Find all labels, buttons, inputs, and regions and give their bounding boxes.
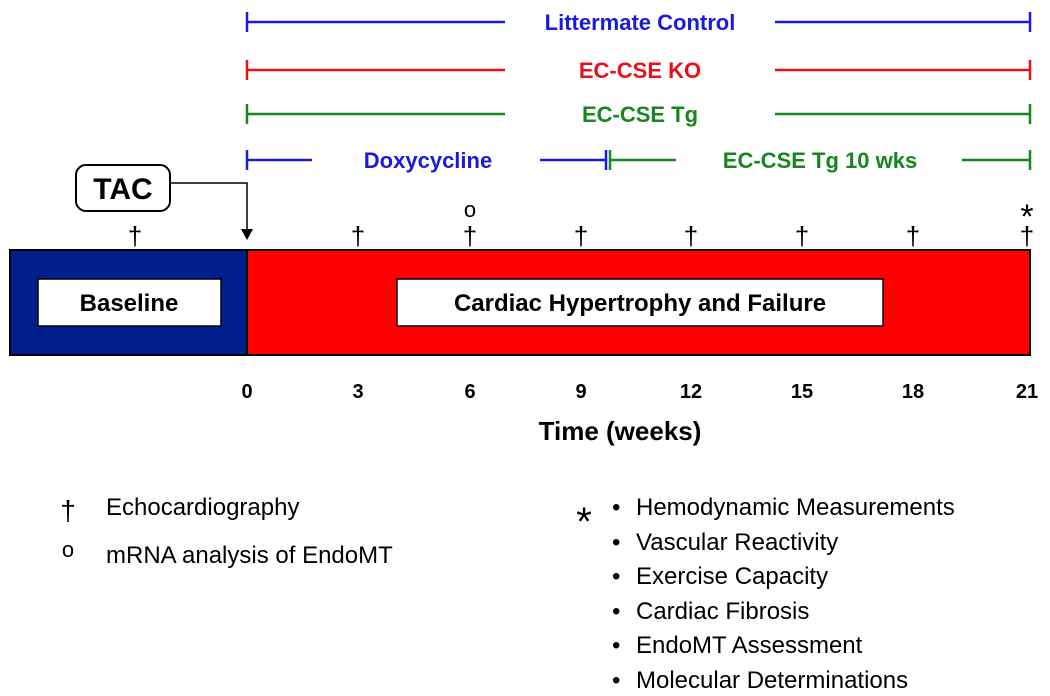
group-label-tg: EC-CSE Tg bbox=[582, 102, 698, 127]
echo-markers: † † † † † † † † o * bbox=[128, 197, 1034, 251]
axis-title: Time (weeks) bbox=[539, 416, 702, 446]
axis-tick-label: 6 bbox=[464, 381, 475, 403]
mrna-circle-marker: o bbox=[464, 197, 476, 222]
group-tg-10-wks: EC-CSE Tg 10 wks bbox=[608, 148, 1032, 173]
tac-arrowhead bbox=[241, 229, 253, 240]
endpoint-item: Vascular Reactivity bbox=[636, 529, 838, 556]
main-label-box bbox=[396, 278, 884, 327]
endpoint-bullet: • bbox=[612, 494, 620, 521]
axis-tick-label: 15 bbox=[791, 381, 813, 403]
legend-circle-symbol: o bbox=[62, 537, 74, 562]
group-doxycycline: Doxycycline bbox=[245, 148, 608, 173]
group-littermate-control: Littermate Control bbox=[245, 10, 1032, 35]
legend-asterisk-symbol: * bbox=[576, 500, 592, 544]
endpoint-item: Molecular Determinations bbox=[636, 667, 908, 694]
legend-mrna-label: mRNA analysis of EndoMT bbox=[106, 542, 393, 569]
baseline-label: Baseline bbox=[80, 290, 179, 317]
dagger-marker: † bbox=[684, 221, 698, 251]
marker-legend: † Echocardiography o mRNA analysis of En… bbox=[60, 494, 393, 569]
time-axis: 0 3 6 9 12 15 18 21 Time (weeks) bbox=[241, 381, 1038, 446]
dagger-marker: † bbox=[906, 221, 920, 251]
axis-tick-label: 9 bbox=[575, 381, 586, 403]
main-label: Cardiac Hypertrophy and Failure bbox=[454, 290, 826, 317]
endpoint-item: EndoMT Assessment bbox=[636, 632, 863, 659]
doxy-label: Doxycycline bbox=[364, 148, 492, 173]
axis-tick-label: 18 bbox=[902, 381, 924, 403]
dagger-marker: † bbox=[795, 221, 809, 251]
group-label-littermate: Littermate Control bbox=[545, 10, 736, 35]
axis-tick-label: 3 bbox=[352, 381, 363, 403]
endpoint-item: Cardiac Fibrosis bbox=[636, 598, 809, 625]
group-ec-cse-ko: EC-CSE KO bbox=[245, 58, 1032, 83]
endpoint-bullet: • bbox=[612, 632, 620, 659]
dagger-marker: † bbox=[128, 221, 142, 251]
dagger-marker: † bbox=[1020, 221, 1034, 251]
legend-dagger-symbol: † bbox=[60, 495, 76, 526]
group-ec-cse-tg: EC-CSE Tg bbox=[245, 102, 1032, 127]
dagger-marker: † bbox=[463, 221, 477, 251]
endpoint-bullet: • bbox=[612, 529, 620, 556]
endpoint-item: Exercise Capacity bbox=[636, 563, 828, 590]
dagger-marker: † bbox=[574, 221, 588, 251]
tac-box bbox=[75, 164, 171, 212]
baseline-label-box bbox=[37, 278, 222, 327]
dagger-marker: † bbox=[351, 221, 365, 251]
axis-tick-label: 21 bbox=[1016, 381, 1038, 403]
legend-echo-label: Echocardiography bbox=[106, 494, 299, 521]
endpoint-asterisk-marker: * bbox=[1020, 198, 1033, 236]
endpoint-legend: * • Hemodynamic Measurements • Vascular … bbox=[576, 494, 955, 694]
endpoint-bullet: • bbox=[612, 667, 620, 694]
axis-tick-label: 12 bbox=[680, 381, 702, 403]
axis-tick-label: 0 bbox=[241, 381, 252, 403]
endpoint-bullet: • bbox=[612, 598, 620, 625]
tac-arrow-line bbox=[170, 182, 248, 232]
group-label-ko: EC-CSE KO bbox=[579, 58, 701, 83]
tac-callout: TAC bbox=[75, 164, 253, 240]
tac-label: TAC bbox=[93, 173, 152, 206]
endpoint-item: Hemodynamic Measurements bbox=[636, 494, 955, 521]
timeline-bar: Baseline Cardiac Hypertrophy and Failure bbox=[9, 249, 1031, 356]
tg10-label: EC-CSE Tg 10 wks bbox=[723, 148, 917, 173]
endpoint-bullet: • bbox=[612, 563, 620, 590]
